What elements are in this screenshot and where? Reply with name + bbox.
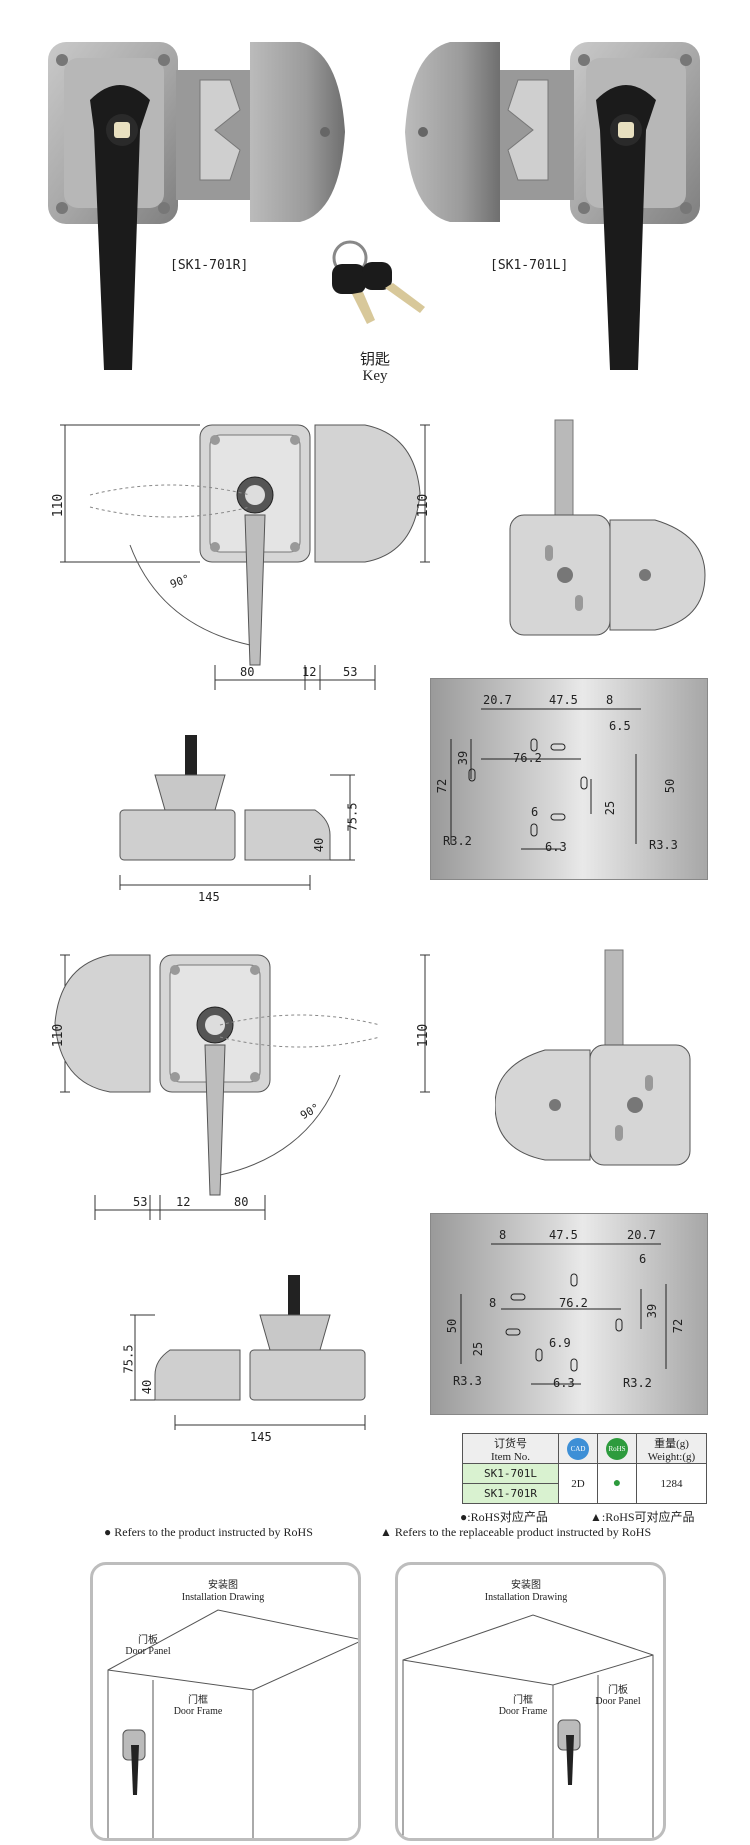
model-label-r: [SK1-701R] <box>170 258 249 273</box>
cut1-d3: 8 <box>606 693 614 707</box>
rohs-icon: RoHS <box>606 1437 628 1460</box>
install-title-cn-l: 安装图 <box>208 1580 238 1591</box>
cad-icon: CAD <box>567 1437 589 1460</box>
install-cabinet-left <box>107 1609 358 1838</box>
side-view-l <box>130 1275 366 1430</box>
cut1-d11: R3.2 <box>443 834 472 848</box>
cut2-d10: 25 <box>471 1341 486 1357</box>
cutout-panel-2: 8 47.5 20.7 6 8 76.2 39 72 50 25 6.9 R3.… <box>430 1213 708 1415</box>
cut1-d9: 25 <box>603 800 618 816</box>
cutout-drawing-1 <box>450 708 641 850</box>
dim-w-body-1: 80 <box>240 665 255 679</box>
dim-w-body-2: 80 <box>234 1195 249 1209</box>
door-label-cn-l: 门板 <box>138 1635 158 1646</box>
cut2-d12: R3.3 <box>453 1374 482 1388</box>
cad-value: 2D <box>558 1463 598 1504</box>
model-label-l: [SK1-701L] <box>490 258 569 273</box>
cutout-drawing-2 <box>460 1243 667 1385</box>
key-label-cn: 钥匙 <box>359 352 390 368</box>
item-no-2: SK1-701R <box>462 1483 559 1504</box>
key-label-en: Key <box>362 368 388 384</box>
rohs-value: ● <box>597 1463 637 1504</box>
cut1-d7: 76.2 <box>513 751 542 765</box>
dim-h-left-1: 110 <box>51 493 67 518</box>
product-photos <box>48 42 700 370</box>
install-title-en-r: Installation Drawing <box>484 1592 568 1603</box>
dim-side-body-2: 40 <box>140 1379 155 1395</box>
install-title-en-l: Installation Drawing <box>181 1592 265 1603</box>
cut1-d8: 50 <box>663 778 678 794</box>
legend-en-replaceable: ▲ Refers to the replaceable product inst… <box>380 1525 652 1539</box>
frame-label-en-r: Door Frame <box>498 1706 548 1717</box>
cut2-d2: 47.5 <box>549 1228 578 1242</box>
install-box-left: 安装图 Installation Drawing 门板 Door Panel 门… <box>90 1562 361 1841</box>
lock-l-photo <box>405 42 700 370</box>
dim-side-body-1: 40 <box>312 837 327 853</box>
frame-label-cn-r: 门框 <box>513 1695 533 1706</box>
legend-cn-rohs: ●:RoHS对应产品 <box>460 1510 548 1524</box>
hdr-weight: 重量(g)Weight:(g) <box>636 1433 707 1464</box>
cut2-d4: 6 <box>639 1252 647 1266</box>
cut2-d13: 6.3 <box>553 1376 575 1390</box>
cut2-d3: 20.7 <box>627 1228 656 1242</box>
hdr-rohs: RoHS <box>597 1433 637 1464</box>
cut1-d2: 47.5 <box>549 693 578 707</box>
dim-side-total-2: 75.5 <box>121 1344 136 1374</box>
frame-label-en-l: Door Frame <box>173 1706 223 1717</box>
cut2-d1: 8 <box>499 1228 507 1242</box>
item-no-1: SK1-701L <box>462 1463 559 1484</box>
cut2-d6: 76.2 <box>559 1296 588 1310</box>
dim-side-total-1: 75.5 <box>345 802 360 832</box>
weight-value: 1284 <box>636 1463 707 1504</box>
cut1-d5: 39 <box>456 750 471 766</box>
cut2-d8: 72 <box>671 1318 686 1334</box>
frame-label-cn-l: 门框 <box>188 1695 208 1706</box>
install-box-right: 安装图 Installation Drawing 门板 Door Panel 门… <box>395 1562 666 1841</box>
cut2-d7: 39 <box>645 1303 660 1319</box>
door-label-en-r: Door Panel <box>595 1696 641 1707</box>
cut1-d12: 6.3 <box>545 840 567 854</box>
cut2-d11: 6.9 <box>549 1336 571 1350</box>
install-cabinet-right <box>402 1614 654 1838</box>
legend-en-rohs: ● Refers to the product instructed by Ro… <box>104 1525 313 1539</box>
cut2-d9: 50 <box>445 1318 460 1334</box>
back-view-l <box>495 949 691 1166</box>
dim-h-right-1: 110 <box>416 493 432 518</box>
cut1-d13: R3.3 <box>649 838 678 852</box>
install-title-cn-r: 安装图 <box>511 1580 541 1591</box>
front-view-r <box>60 424 430 690</box>
dim-h-right-2: 110 <box>416 1023 432 1048</box>
dim-w-gap-1: 12 <box>302 665 317 679</box>
door-label-en-l: Door Panel <box>125 1646 171 1657</box>
dim-w-striker-1: 53 <box>343 665 358 679</box>
dim-side-width-1: 145 <box>198 890 220 904</box>
lock-r-photo <box>48 42 345 370</box>
front-view-l <box>54 954 430 1220</box>
legend-cn-replaceable: ▲:RoHS可对应产品 <box>590 1510 695 1524</box>
cut1-d4: 6.5 <box>609 719 631 733</box>
dim-side-width-2: 145 <box>250 1430 272 1444</box>
cut1-d6: 72 <box>435 778 450 794</box>
hdr-cad: CAD <box>558 1433 598 1464</box>
keys-photo <box>332 240 425 324</box>
door-label-cn-r: 门板 <box>608 1685 628 1696</box>
cut1-d1: 20.7 <box>483 693 512 707</box>
dim-w-striker-2: 53 <box>133 1195 148 1209</box>
cutout-panel-1: 20.7 47.5 8 6.5 39 72 76.2 50 25 6 R3.2 … <box>430 678 708 880</box>
dim-h-left-2: 110 <box>51 1023 67 1048</box>
back-view-r <box>509 419 706 636</box>
cut1-d10: 6 <box>531 805 539 819</box>
cut2-d5: 8 <box>489 1296 497 1310</box>
side-view-r <box>119 735 355 890</box>
cut2-d14: R3.2 <box>623 1376 652 1390</box>
dim-w-gap-2: 12 <box>176 1195 191 1209</box>
